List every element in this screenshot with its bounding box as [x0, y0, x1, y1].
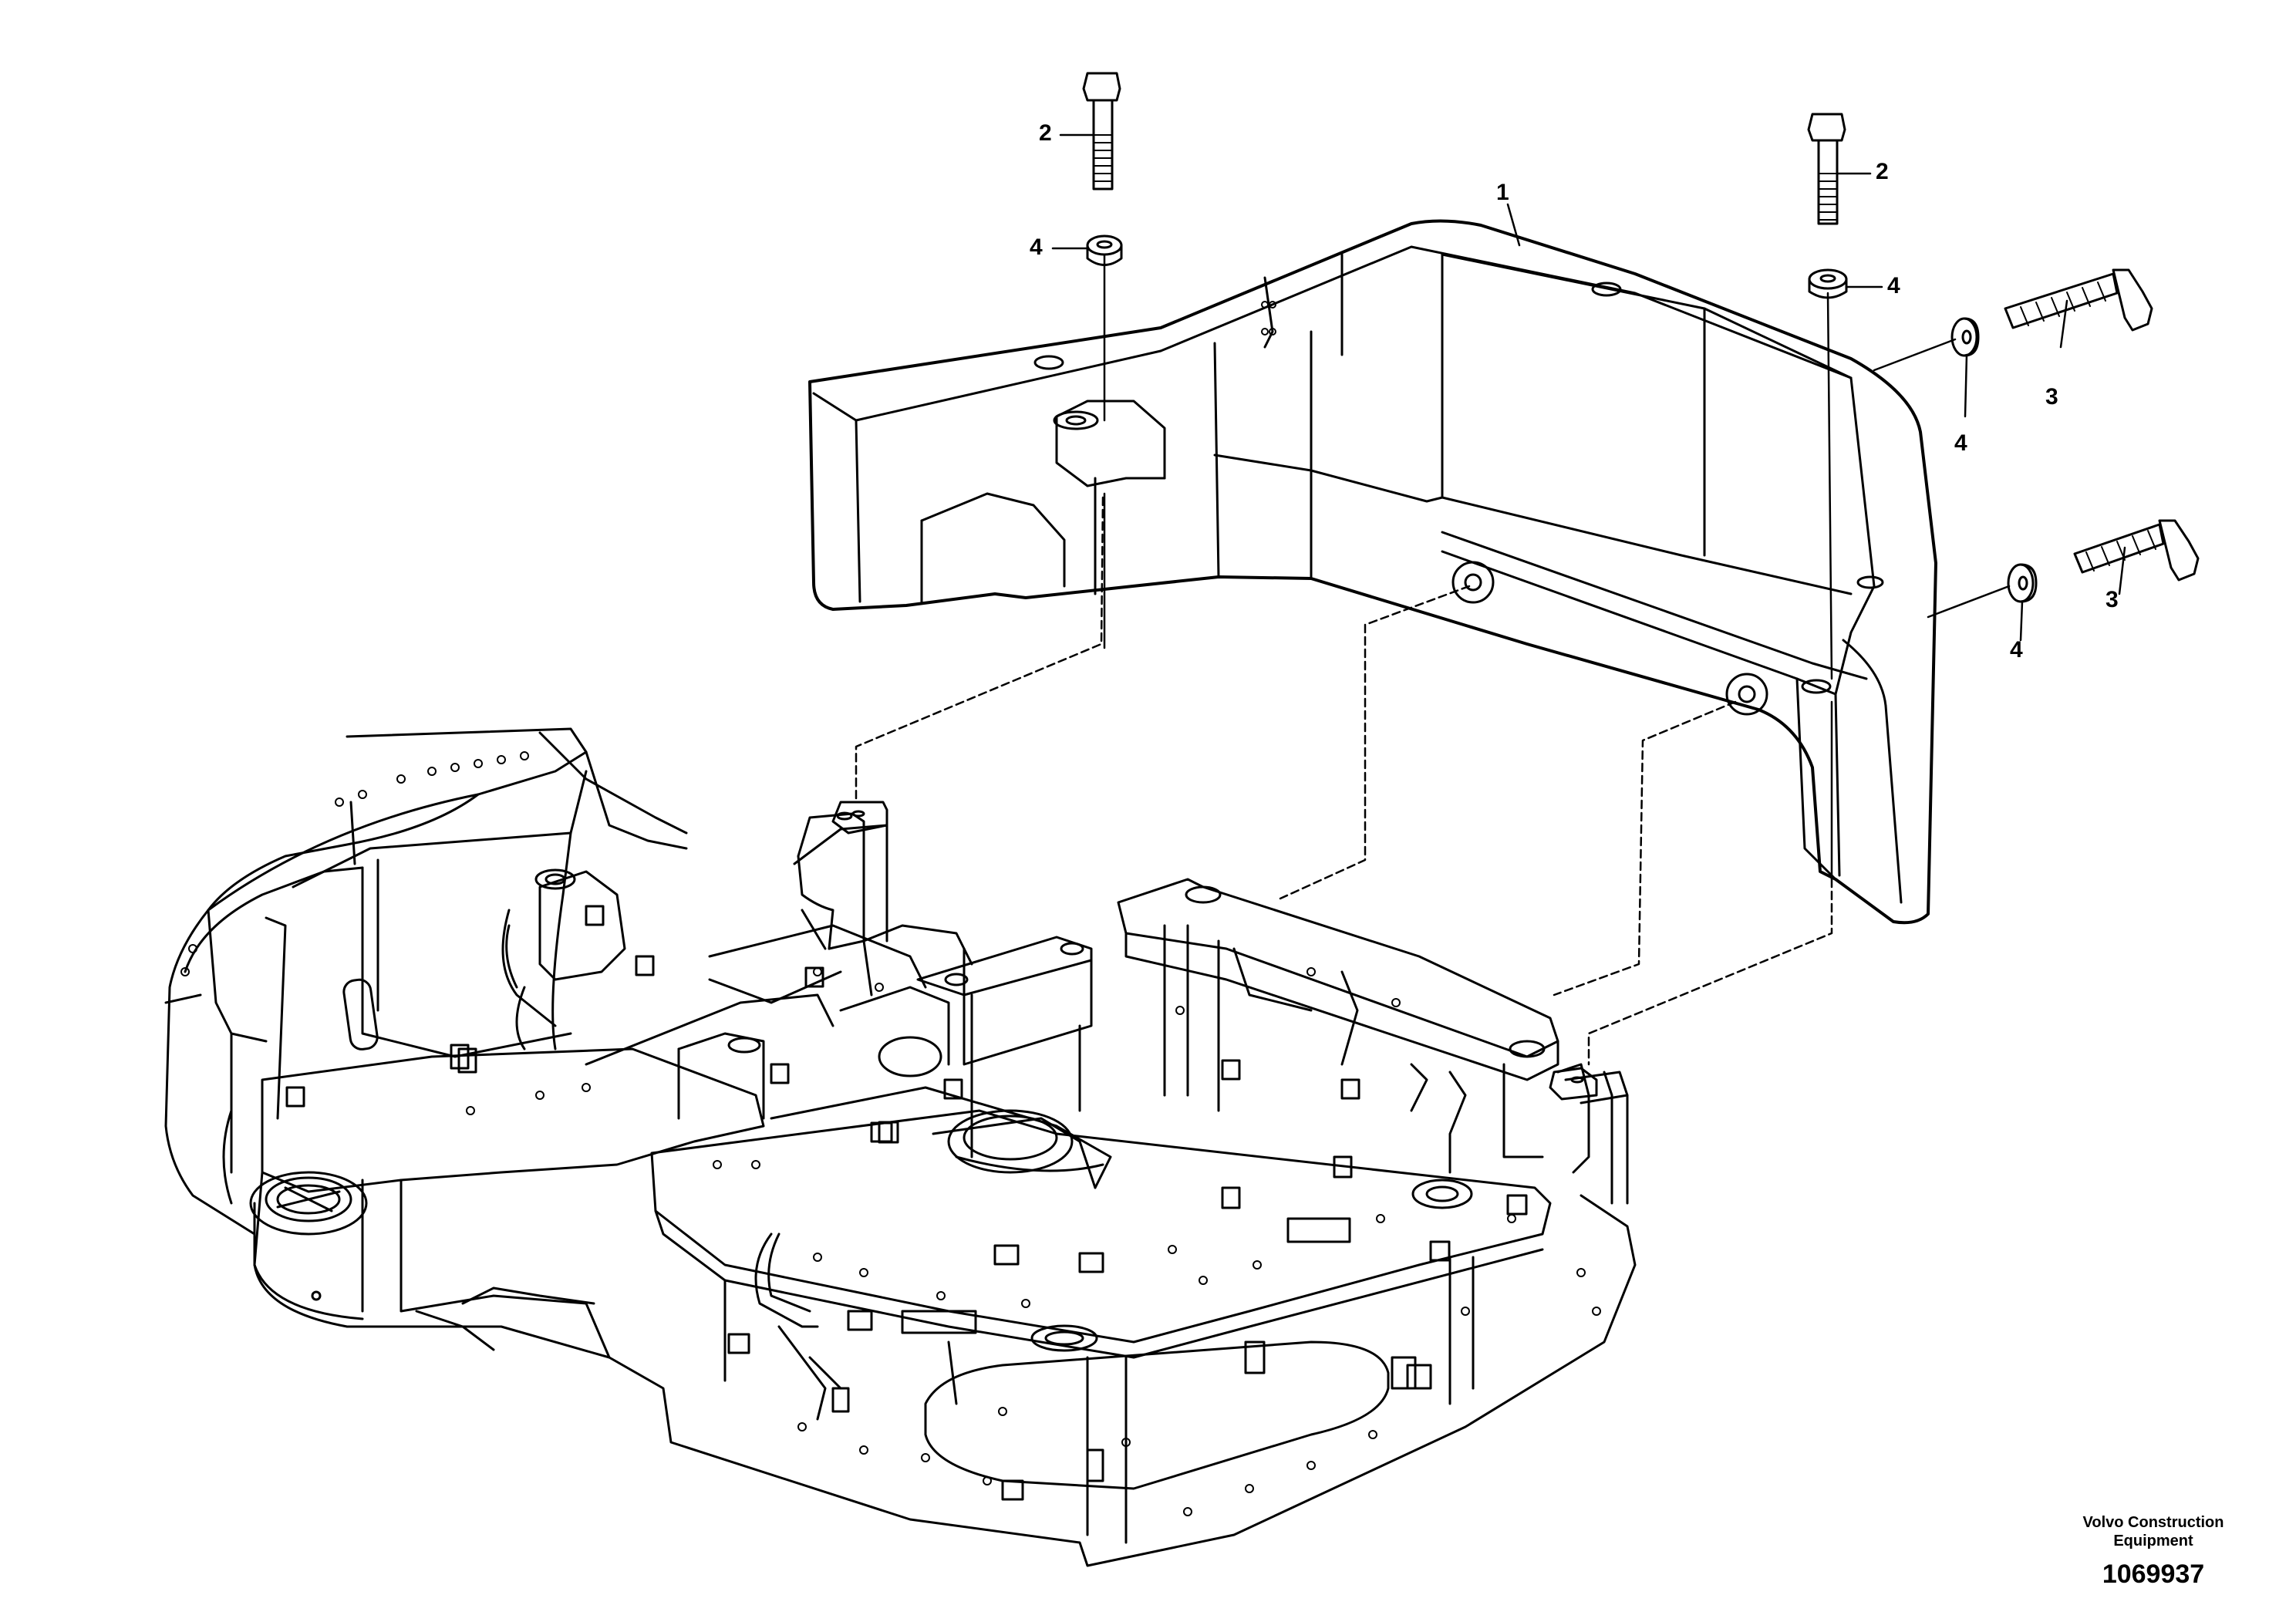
counterweight-part: [808, 219, 1937, 925]
bolt-3-lower: [2073, 519, 2200, 595]
washer-4-upper-right: [1950, 317, 1980, 418]
callout-2-right-bolt: 2: [1876, 159, 1889, 184]
callout-4-left-washer: 4: [1030, 234, 1043, 260]
callout-1-counterweight: 1: [1496, 180, 1509, 205]
frame-small-blocks: [285, 905, 1528, 1501]
upper-frame: [164, 727, 1637, 1567]
brand-line-1: Volvo Construction: [2082, 1514, 2224, 1531]
mounting-blocks: [793, 801, 1598, 1101]
bolt-2-left: [1059, 72, 1121, 191]
callout-4-right-washer: 4: [1887, 273, 1900, 298]
washer-4-lower-right: [2007, 563, 2038, 642]
brand-line-2: Equipment: [2113, 1533, 2193, 1549]
washer-4-right-top: [1808, 268, 1883, 299]
callout-4-upper-washer: 4: [1954, 430, 1967, 456]
bolt-2-right: [1807, 113, 1872, 225]
manufacturer-label: Volvo Construction Equipment: [2068, 1513, 2238, 1550]
callout-2-left-bolt: 2: [1039, 120, 1052, 146]
drawing-number: 1069937: [2102, 1560, 2205, 1589]
frame-bolt-holes: [180, 751, 1601, 1516]
callout-4-lower-washer: 4: [2010, 637, 2023, 663]
bolt-3-upper: [2004, 268, 2153, 349]
leader-lines: [1103, 203, 2011, 881]
callout-3-upper-bolt: 3: [2045, 384, 2058, 410]
washer-4-left: [1051, 234, 1123, 266]
callout-3-lower-bolt: 3: [2106, 587, 2119, 612]
assembly-guide-lines: [855, 496, 1833, 1066]
